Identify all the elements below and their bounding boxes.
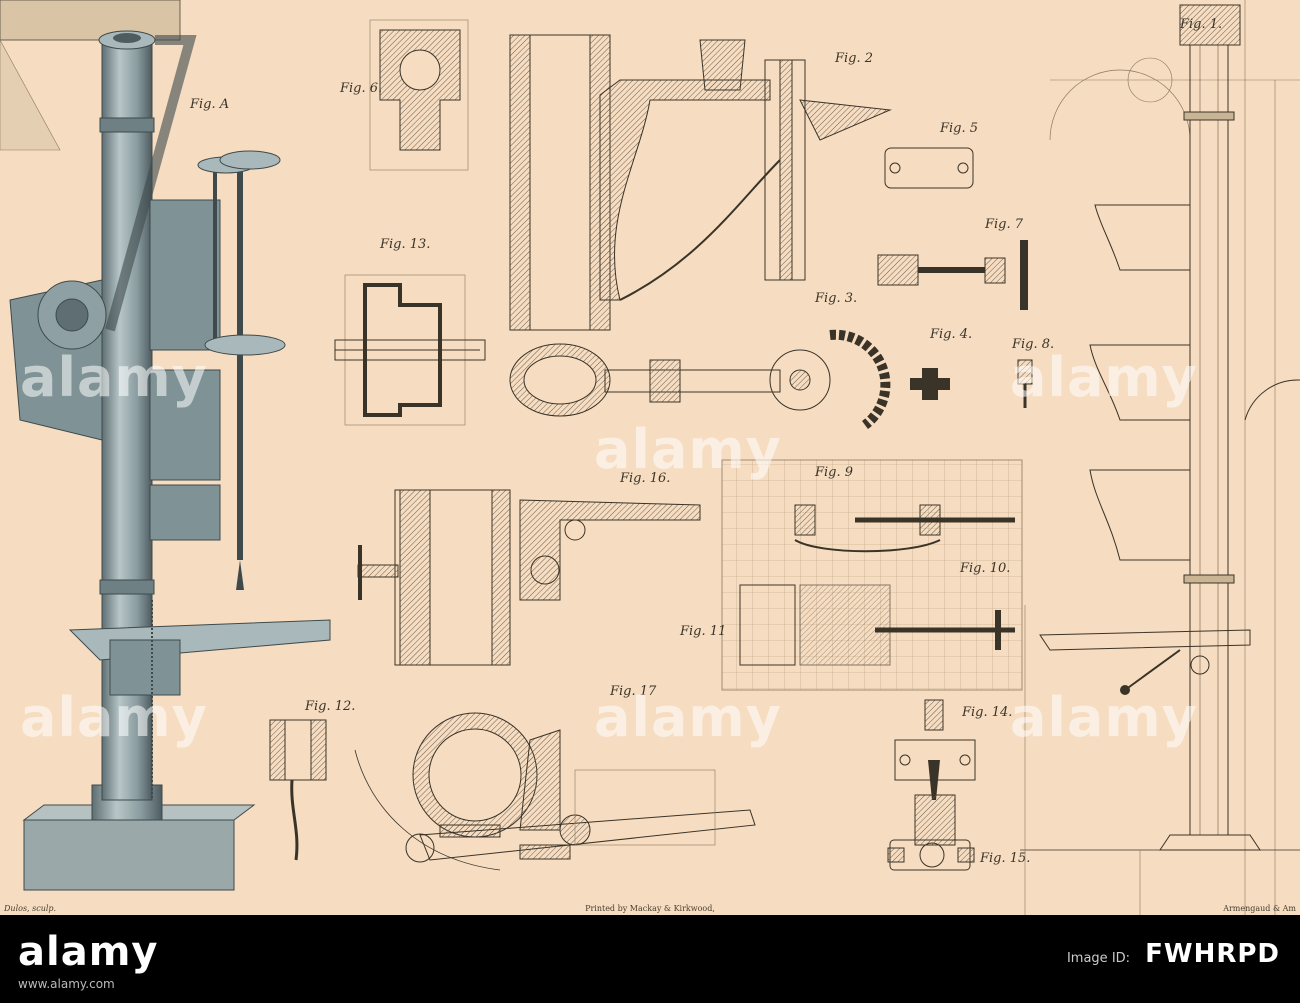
fig-4-label: Fig. 4.: [929, 327, 972, 342]
stock-footer: alamy Image ID: FWHRPD www.alamy.com: [0, 915, 1300, 1003]
fig-12-detail: Fig. 12.: [269, 699, 355, 861]
fig-7-label: Fig. 7: [984, 217, 1024, 232]
watermark: alamy: [20, 686, 208, 749]
image-id: FWHRPD: [1145, 939, 1280, 969]
fig-13-detail: Fig. 13.: [334, 237, 486, 426]
watermark: alamy: [594, 418, 782, 481]
fig-6-detail: Fig. 6.: [339, 19, 469, 171]
fig-15-detail: Fig. 15.: [887, 839, 1030, 871]
image-id-label: Image ID:: [1066, 951, 1131, 966]
watermark: alamy: [1010, 686, 1198, 749]
fig-13-label: Fig. 13.: [379, 237, 430, 252]
fig-15-label: Fig. 15.: [979, 851, 1030, 866]
fig-4-detail: Fig. 4.: [910, 327, 972, 400]
fig-1-elevation: Fig. 1.: [1020, 0, 1300, 915]
fig-17-label: Fig. 17: [609, 684, 657, 699]
engraver-credit: Dulos, sculp.: [4, 904, 57, 913]
publisher-credit: Armengaud & Am: [1223, 904, 1296, 913]
fig-14-detail: Fig. 14.: [894, 699, 1012, 846]
alamy-logo: alamy: [18, 929, 159, 975]
fig-8-detail: Fig. 8.: [1011, 337, 1054, 408]
fig-16-section: Fig. 16.: [357, 471, 701, 666]
fig-5-label: Fig. 5: [939, 121, 978, 136]
fig-9-11-grid: Fig. 9 Fig. 10. Fig. 11: [679, 459, 1023, 691]
fig-a-drill-press: Fig. A: [0, 0, 331, 891]
fig-12-label: Fig. 12.: [304, 699, 355, 714]
plate-drawing: Fig. A Fig. 6. Fig. 13. Fig. 2 Fig: [0, 0, 1300, 915]
printer-credit: Printed by Mackay & Kirkwood,: [585, 904, 715, 913]
fig-1-label: Fig. 1.: [1179, 17, 1222, 32]
fig-16-label: Fig. 16.: [619, 471, 670, 486]
fig-14-label: Fig. 14.: [961, 705, 1012, 720]
fig-3-label: Fig. 3.: [814, 291, 857, 306]
watermark: alamy: [594, 686, 782, 749]
fig-2-label: Fig. 2: [834, 51, 873, 66]
watermark: alamy: [1010, 346, 1198, 409]
fig-5-detail: Fig. 5: [884, 121, 978, 189]
fig-3-plan: Fig. 3.: [509, 291, 891, 430]
fig-a-label: Fig. A: [189, 97, 229, 112]
watermark: alamy: [20, 346, 208, 409]
fig-6-label: Fig. 6.: [339, 81, 382, 96]
fig-8-label: Fig. 8.: [1011, 337, 1054, 352]
fig-2-section: Fig. 2: [509, 34, 892, 331]
fig-10-label: Fig. 10.: [959, 561, 1010, 576]
fig-9-label: Fig. 9: [814, 465, 853, 480]
alamy-url: www.alamy.com: [18, 977, 115, 991]
image-id-block: Image ID: FWHRPD: [1067, 939, 1280, 969]
engraving-plate: Fig. A Fig. 6. Fig. 13. Fig. 2 Fig: [0, 0, 1300, 915]
fig-11-label: Fig. 11: [679, 624, 726, 639]
fig-17-plan: Fig. 17: [354, 684, 756, 871]
fig-7-detail: Fig. 7: [877, 217, 1028, 310]
